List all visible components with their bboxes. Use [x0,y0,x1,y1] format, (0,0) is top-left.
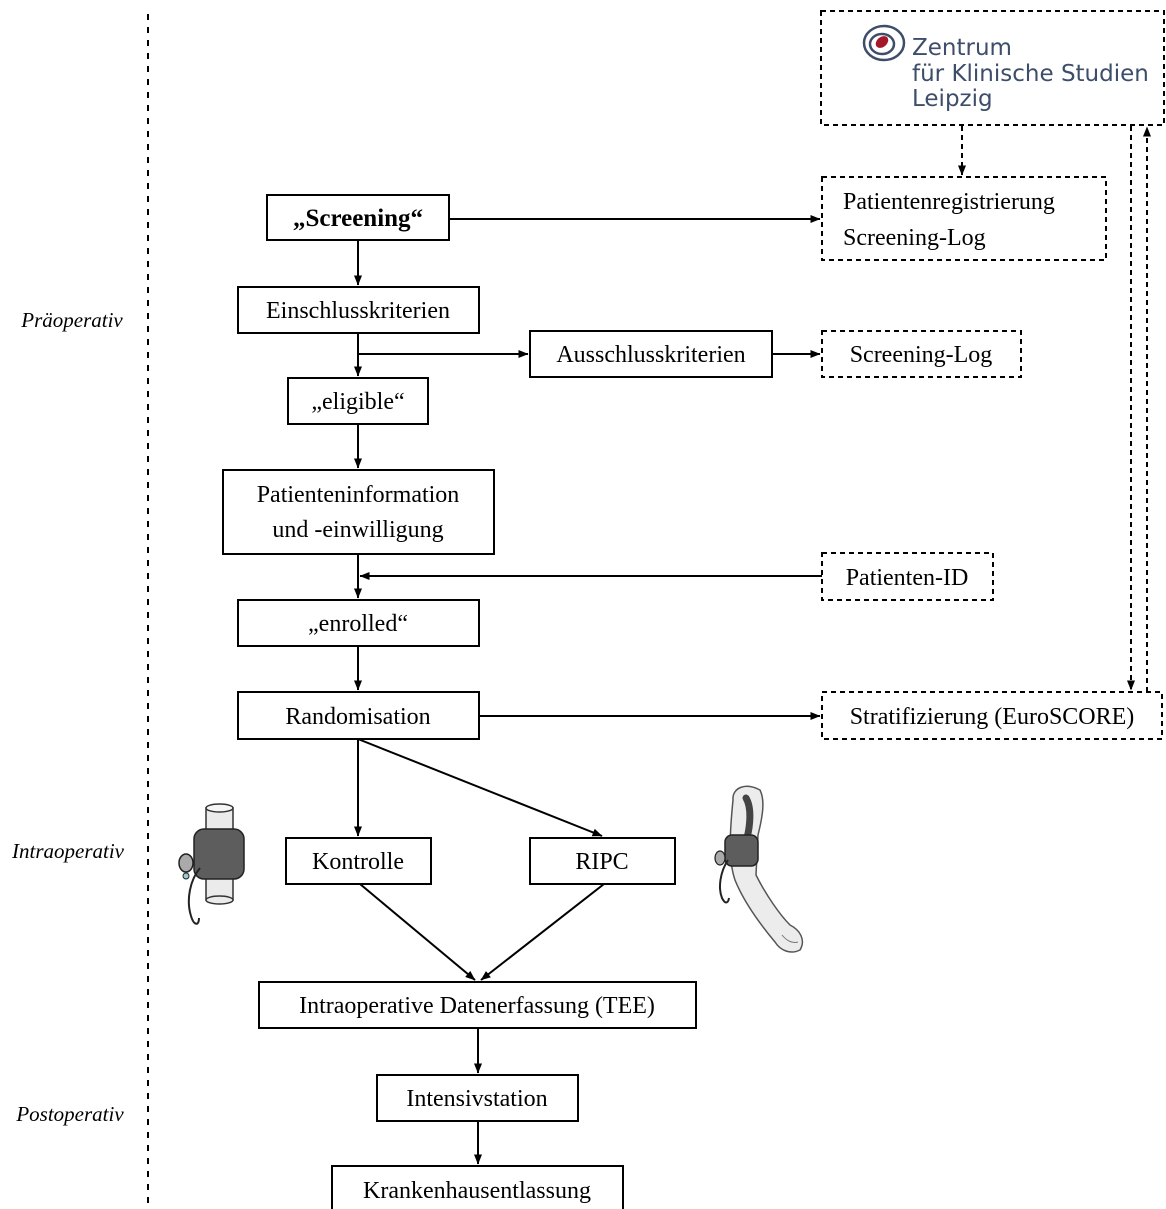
side-stratifizierung: Stratifizierung (EuroSCORE) [821,691,1163,740]
node-screening: „Screening“ [266,194,450,241]
phase-label-pre: Präoperativ [20,308,123,332]
node-enrolled-label: „enrolled“ [308,611,408,637]
node-screening-label: „Screening“ [293,205,423,232]
logo-line-1: Zentrum [912,35,1012,61]
side-registrierung-line-1: Patientenregistrierung [843,189,1055,215]
cuff-on-arm-icon [714,785,804,953]
node-eligible: „eligible“ [287,377,429,425]
arrow-kontrolle-intraop [359,883,476,981]
zks-logo-icon [862,24,906,62]
logo-line-3: Leipzig [912,86,993,112]
side-stratifizierung-label: Stratifizierung (EuroSCORE) [850,704,1135,730]
node-enrolled: „enrolled“ [237,599,480,647]
arrow-ripc-intraop [480,883,605,981]
node-einschluss-label: Einschlusskriterien [266,298,450,324]
node-intensiv: Intensivstation [376,1074,579,1122]
node-info-line-1: Patienteninformation [257,482,460,508]
node-randomisation: Randomisation [237,691,480,740]
side-registrierung-line-2: Screening-Log [843,225,986,251]
node-intensiv-label: Intensivstation [406,1086,547,1112]
phase-label-post: Postoperativ [15,1102,124,1126]
node-randomisation-label: Randomisation [285,704,430,730]
node-einschluss: Einschlusskriterien [237,286,480,334]
node-kontrolle: Kontrolle [285,837,432,885]
node-eligible-label: „eligible“ [311,389,404,415]
phase-label-intra: Intraoperativ [11,839,125,863]
node-ripc-label: RIPC [575,849,628,875]
node-ripc: RIPC [529,837,676,885]
node-entlassung: Krankenhausentlassung [331,1165,624,1209]
cuff-on-cylinder-icon [178,803,245,925]
logo-box: Zentrum für Klinische Studien Leipzig [820,10,1165,126]
arrow-randomisation-ripc [357,738,603,837]
side-screening-log-label: Screening-Log [850,342,993,368]
node-info-line-2: und -einwilligung [272,517,443,543]
node-patienteninformation: Patienteninformation und -einwilligung [222,469,495,555]
node-ausschluss: Ausschlusskriterien [529,330,773,378]
side-screening-log: Screening-Log [821,330,1022,378]
node-intraop-label: Intraoperative Datenerfassung (TEE) [299,993,655,1019]
node-entlassung-label: Krankenhausentlassung [363,1178,591,1204]
side-registrierung: Patientenregistrierung Screening-Log [821,176,1107,261]
logo-line-2: für Klinische Studien [912,61,1149,87]
node-ausschluss-label: Ausschlusskriterien [556,342,745,368]
node-kontrolle-label: Kontrolle [312,849,404,875]
node-intraop: Intraoperative Datenerfassung (TEE) [258,981,697,1029]
side-patienten-id-label: Patienten-ID [846,565,969,591]
side-patienten-id: Patienten-ID [821,552,994,601]
